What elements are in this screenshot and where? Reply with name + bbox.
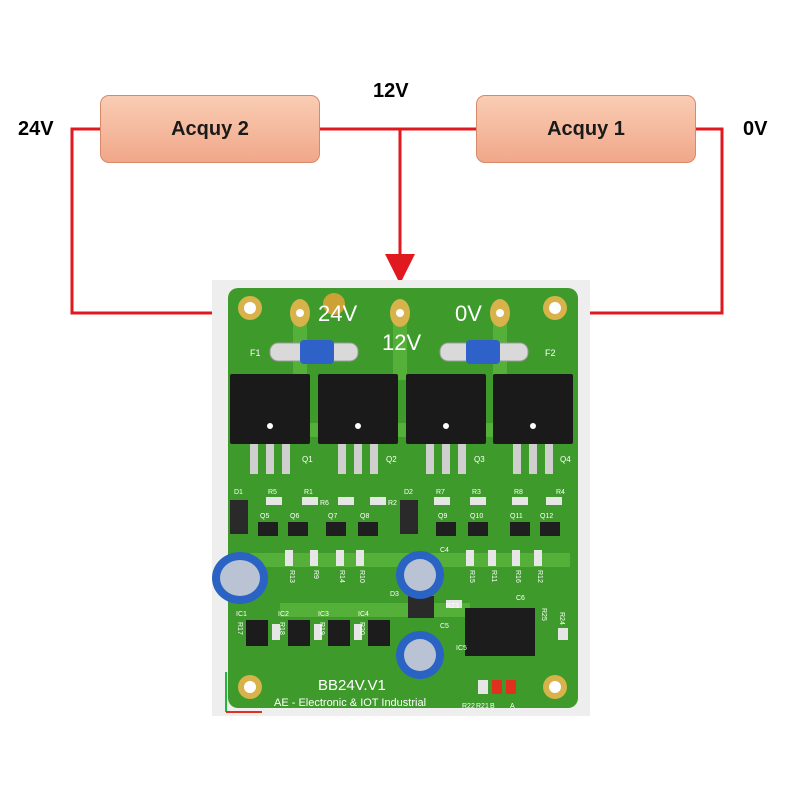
ic-label-ic1: IC1 bbox=[236, 611, 247, 618]
tr-label-q5: Q5 bbox=[260, 513, 269, 520]
tr-label-q8: Q8 bbox=[360, 513, 369, 520]
wire-0v bbox=[507, 127, 724, 328]
misc-label-a-6: A bbox=[510, 703, 515, 710]
terminal-label-0v: 0V bbox=[455, 301, 482, 326]
axis-marker-icon bbox=[225, 672, 262, 713]
mosfets bbox=[230, 374, 573, 474]
voltage-label-24v: 24V bbox=[18, 118, 54, 140]
cap-label-c6: C6 bbox=[516, 595, 525, 602]
res-label-r16: R16 bbox=[514, 570, 521, 583]
res-label-r2: R2 bbox=[388, 500, 397, 507]
ic-label-ic4: IC4 bbox=[358, 611, 369, 618]
transistors bbox=[258, 522, 560, 536]
mosfet-label-q1: Q1 bbox=[302, 455, 313, 464]
fuse-label-f1: F1 bbox=[250, 348, 261, 358]
mosfet-label-q3: Q3 bbox=[474, 455, 485, 464]
res-label-r6: R6 bbox=[320, 500, 329, 507]
res-label-r12: R12 bbox=[536, 570, 543, 583]
res-label-r18: R18 bbox=[278, 622, 285, 635]
fuse-f2 bbox=[439, 340, 529, 364]
cap-label-c5: C5 bbox=[440, 623, 449, 630]
tr-label-q6: Q6 bbox=[290, 513, 299, 520]
misc-label-r23-0: R23 bbox=[446, 603, 459, 610]
res-label-r7: R7 bbox=[436, 489, 445, 496]
misc-label-r21-4: R21 bbox=[476, 703, 489, 710]
res-label-r11: R11 bbox=[490, 570, 497, 582]
res-label-r5: R5 bbox=[268, 489, 277, 496]
misc-label-r25-1: R25 bbox=[540, 608, 547, 621]
res-label-r19: R19 bbox=[318, 622, 325, 635]
tr-label-q11: Q11 bbox=[510, 513, 523, 520]
diode-label-d2: D2 bbox=[404, 489, 413, 496]
ic-label-ic3: IC3 bbox=[318, 611, 329, 618]
res-label-r13: R13 bbox=[288, 570, 295, 583]
fuse-label-f2: F2 bbox=[545, 348, 556, 358]
wire-24v bbox=[70, 127, 294, 328]
ic-label-ic2: IC2 bbox=[278, 611, 289, 618]
misc-label-r24-2: R24 bbox=[558, 612, 565, 625]
res-label-r14: R14 bbox=[338, 570, 345, 583]
resistor-row-top bbox=[266, 497, 562, 505]
ic-label-ic5: IC5 bbox=[456, 645, 467, 652]
cap-label-c4: C4 bbox=[440, 547, 449, 554]
mosfet-label-q4: Q4 bbox=[560, 455, 571, 464]
battery-1: Acquy 1 bbox=[476, 95, 696, 163]
tr-label-q10: Q10 bbox=[470, 513, 483, 520]
mounting-holes bbox=[238, 296, 567, 699]
mosfet-label-q2: Q2 bbox=[386, 455, 397, 464]
terminal-label-12v: 12V bbox=[382, 330, 421, 355]
company-label: AE - Electronic & IOT Industrial bbox=[274, 697, 426, 709]
res-label-r8: R8 bbox=[514, 489, 523, 496]
res-label-r9: R9 bbox=[312, 570, 319, 579]
res-label-r4: R4 bbox=[556, 489, 565, 496]
resistor-row-mid bbox=[285, 550, 542, 566]
battery-2: Acquy 2 bbox=[100, 95, 320, 163]
board-name: BB24V.V1 bbox=[318, 677, 386, 694]
ic-chips bbox=[246, 608, 535, 656]
voltage-label-0v: 0V bbox=[743, 118, 768, 140]
res-label-r15: R15 bbox=[468, 570, 475, 583]
test-pads bbox=[478, 680, 516, 694]
misc-label-r22-3: R22 bbox=[462, 703, 475, 710]
res-label-r20: R20 bbox=[358, 622, 365, 635]
res-label-r10: R10 bbox=[358, 570, 365, 583]
diodes bbox=[230, 500, 434, 618]
res-label-r3: R3 bbox=[472, 489, 481, 496]
fuse-f1 bbox=[269, 340, 359, 364]
terminal-label-24v: 24V bbox=[318, 301, 357, 326]
res-label-r17: R17 bbox=[236, 622, 243, 635]
diode-label-d3: D3 bbox=[390, 591, 399, 598]
tr-label-q9: Q9 bbox=[438, 513, 447, 520]
diode-label-d1: D1 bbox=[234, 489, 243, 496]
voltage-label-12v: 12V bbox=[373, 80, 409, 102]
resistor-row-low bbox=[272, 600, 568, 640]
misc-label-b-5: B bbox=[490, 703, 495, 710]
electrolytic-capacitors bbox=[212, 551, 444, 679]
tr-label-q12: Q12 bbox=[540, 513, 553, 520]
res-label-r1: R1 bbox=[304, 489, 313, 496]
tr-label-q7: Q7 bbox=[328, 513, 337, 520]
